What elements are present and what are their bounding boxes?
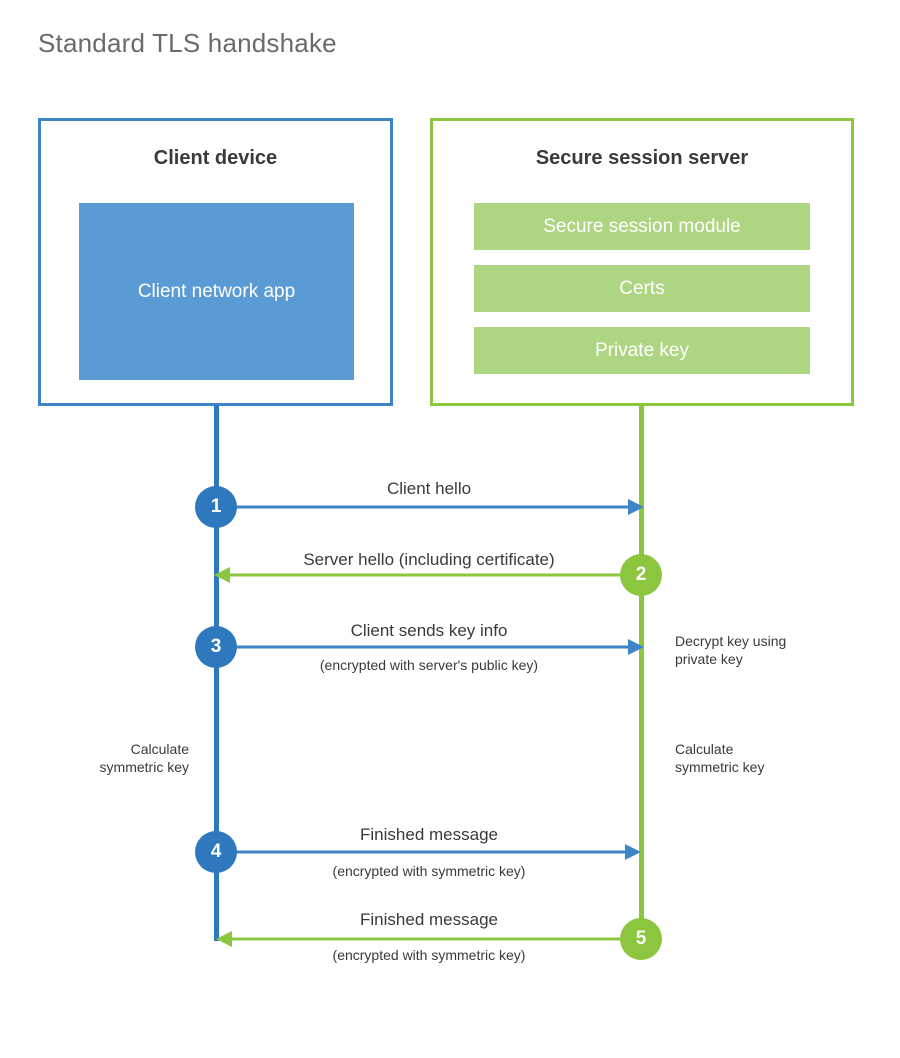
message-label-5: Finished message	[360, 910, 498, 929]
server-block-secure-session-module: Secure session module	[474, 203, 810, 250]
annotation-calculate-symmetric-key-server: Calculate symmetric key	[675, 741, 765, 775]
arrow-step-5	[216, 931, 641, 947]
step-marker-4[interactable]: 4	[195, 831, 237, 873]
annotation-calculate-symmetric-key-client: Calculate symmetric key	[99, 741, 189, 775]
arrow-step-4	[216, 844, 641, 860]
step-marker-3[interactable]: 3	[195, 626, 237, 668]
server-block-private-key: Private key	[474, 327, 810, 374]
message-label-3: Client sends key info	[350, 621, 508, 640]
message-label-1: Client hello	[386, 479, 472, 498]
step-marker-1[interactable]: 1	[195, 486, 237, 528]
message-sublabel-4: (encrypted with symmetric key)	[332, 863, 526, 879]
page-title: Standard TLS handshake	[38, 28, 337, 58]
client-device-panel: Client device Client network app	[38, 118, 393, 406]
message-label-2: Server hello (including certificate)	[303, 550, 555, 569]
secure-session-server-title: Secure session server	[535, 147, 749, 169]
message-label-4: Finished message	[360, 825, 498, 844]
server-block-certs: Certs	[474, 265, 810, 312]
arrow-step-1	[216, 499, 644, 515]
arrow-step-2	[214, 567, 641, 583]
step-marker-5[interactable]: 5	[620, 918, 662, 960]
secure-session-server-panel: Secure session server Secure session mod…	[430, 118, 854, 406]
message-sublabel-5: (encrypted with symmetric key)	[332, 947, 526, 963]
annotation-decrypt-key: Decrypt key using private key	[675, 633, 787, 667]
message-sublabel-3: (encrypted with server's public key)	[319, 657, 539, 673]
arrow-step-3	[216, 639, 644, 655]
client-device-title: Client device	[153, 147, 278, 169]
client-network-app-block: Client network app	[79, 203, 354, 380]
step-marker-2[interactable]: 2	[620, 554, 662, 596]
